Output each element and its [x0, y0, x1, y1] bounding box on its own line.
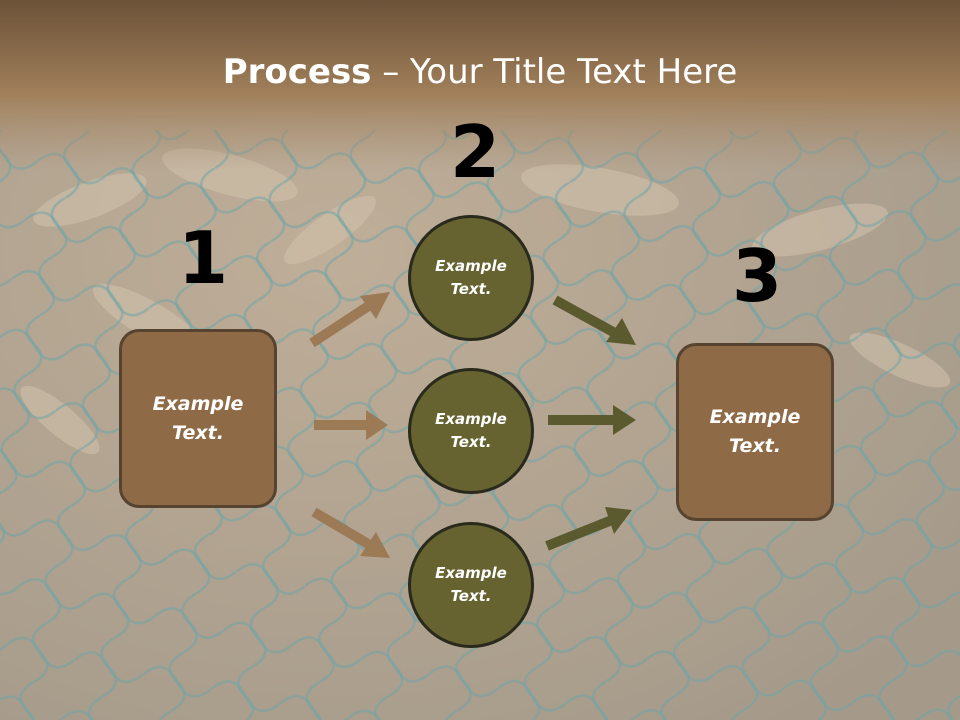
title-bold: Process — [222, 52, 372, 92]
step-2-circle-middle: Example Text. — [408, 368, 534, 494]
step-number-1: 1 — [178, 216, 229, 300]
step-2-circle-top: Example Text. — [408, 215, 534, 341]
step-3-text: Example Text. — [709, 406, 801, 457]
arrow-left-to-top — [309, 292, 390, 348]
step-3-box: Example Text. — [676, 343, 834, 521]
step-number-3: 3 — [732, 234, 783, 318]
slide-title: Process – Your Title Text Here — [0, 52, 960, 92]
step-2-circle-bottom: Example Text. — [408, 522, 534, 648]
arrow-left-to-bottom — [311, 507, 390, 558]
arrow-top-to-right — [552, 295, 636, 345]
step-1-text: Example Text. — [152, 392, 244, 444]
arrow-middle-to-right — [548, 405, 636, 435]
arrow-left-to-middle — [314, 410, 388, 440]
step-number-2: 2 — [450, 110, 501, 194]
circle-top-text: Example Text. — [435, 257, 507, 298]
title-rest: – Your Title Text Here — [371, 52, 738, 92]
arrow-bottom-to-right — [545, 507, 632, 551]
circle-bottom-text: Example Text. — [435, 564, 507, 605]
step-1-box: Example Text. — [119, 329, 277, 508]
circle-middle-text: Example Text. — [435, 410, 507, 451]
